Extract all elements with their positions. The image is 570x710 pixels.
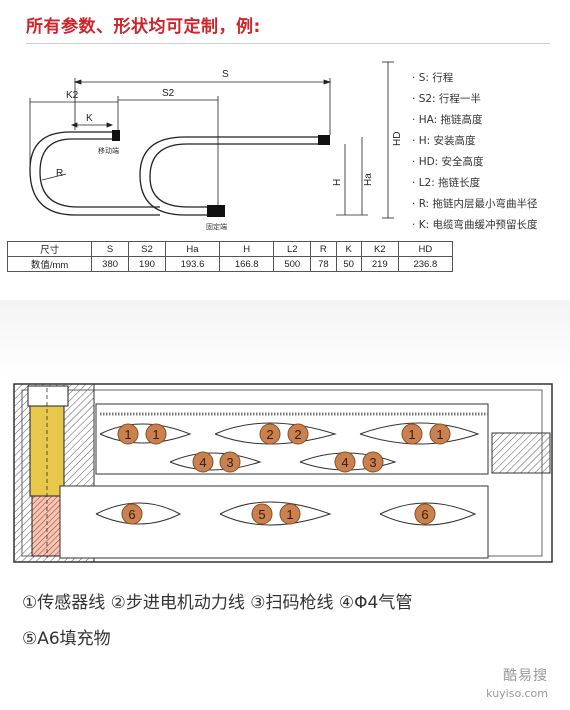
cable-legend-line-1: ①传感器线 ②步进电机动力线 ③扫码枪线 ④Φ4气管 <box>22 593 413 613</box>
legend-item-h: · H: 安装高度 <box>412 135 476 147</box>
table-cell: 500 <box>273 256 312 272</box>
svg-text:2: 2 <box>266 427 273 442</box>
svg-text:4: 4 <box>341 455 348 470</box>
label-hd: HD <box>392 132 403 146</box>
moving-end-block <box>112 130 120 141</box>
label-ha: Ha <box>363 173 374 186</box>
table-header-cell: H <box>219 241 275 257</box>
label-moving-end: 移动端 <box>98 146 119 155</box>
label-h: H <box>332 179 343 186</box>
table-cell: 50 <box>335 256 362 272</box>
label-s2: S2 <box>162 88 175 99</box>
svg-text:1: 1 <box>408 427 415 442</box>
table-cell: 236.8 <box>397 256 454 272</box>
table-cell: 166.8 <box>219 256 275 272</box>
table-header-cell: K2 <box>360 241 399 257</box>
chain-loop-small-inner <box>39 138 160 208</box>
svg-text:3: 3 <box>369 455 376 470</box>
watermark-en: kuyiso.com <box>486 687 548 700</box>
label-s: S <box>222 69 229 80</box>
legend-item-ha: · HA: 拖链高度 <box>412 114 483 126</box>
cable-1: 1 <box>145 423 167 445</box>
svg-text:2: 2 <box>294 427 301 442</box>
svg-text:6: 6 <box>421 507 428 522</box>
cable-1: 1 <box>279 503 301 525</box>
table-cell: 数值/mm <box>6 256 93 272</box>
table-row: 数值/mm 380 190 193.6 166.8 500 78 50 219 … <box>6 256 454 272</box>
legend-item-l2: · L2: 拖链长度 <box>412 177 481 189</box>
table-cell: 193.6 <box>164 256 221 272</box>
cable-3: 3 <box>219 451 241 473</box>
parameter-legend: · S: 行程 · S2: 行程一半 · HA: 拖链高度 · H: 安装高度 … <box>412 68 538 236</box>
table-cell: 190 <box>128 256 166 272</box>
label-k2: K2 <box>66 90 79 101</box>
svg-text:6: 6 <box>128 507 135 522</box>
cable-2: 2 <box>287 423 309 445</box>
table-header-cell: Ha <box>164 241 221 257</box>
fixed-end-block <box>207 205 225 217</box>
chain-loop-large-inner <box>149 143 320 208</box>
cable-6: 6 <box>414 503 436 525</box>
cable-1: 1 <box>117 423 139 445</box>
svg-text:1: 1 <box>124 427 131 442</box>
chain-loop-small-outer <box>29 131 160 216</box>
cable-cross-section: 1 1 2 2 1 1 4 3 4 3 6 5 1 6 <box>13 383 553 563</box>
svg-text:5: 5 <box>258 507 265 522</box>
cable-1: 1 <box>401 423 423 445</box>
legend-item-hd: · HD: 安全高度 <box>412 156 484 168</box>
legend-item-r: · R: 拖链内层最小弯曲半径 <box>412 198 538 210</box>
cable-legend-line-2: ⑤A6填充物 <box>22 629 111 649</box>
table-cell: 380 <box>91 256 130 272</box>
label-k: K <box>86 113 93 124</box>
table-header-cell: R <box>310 241 337 257</box>
table-header-cell: HD <box>397 241 454 257</box>
svg-text:3: 3 <box>226 455 233 470</box>
label-fixed-end: 固定端 <box>206 222 227 231</box>
label-r: R <box>56 168 63 179</box>
svg-text:1: 1 <box>152 427 159 442</box>
table-header-cell: 尺寸 <box>6 241 93 257</box>
table-header-cell: K <box>335 241 362 257</box>
screw-nut <box>31 495 63 557</box>
legend-item-s2: · S2: 行程一半 <box>412 93 481 105</box>
table-cell: 78 <box>310 256 337 272</box>
drag-chain-diagram: S S2 K2 K R H Ha HD 移动端 固定端 <box>29 61 403 231</box>
table-cell: 219 <box>360 256 399 272</box>
chain-loop-large-outer <box>139 136 320 216</box>
cable-3: 3 <box>362 451 384 473</box>
watermark-cn: 酷易搜 <box>503 668 548 684</box>
svg-text:1: 1 <box>436 427 443 442</box>
svg-text:4: 4 <box>199 455 206 470</box>
moving-end-block-2 <box>318 135 330 145</box>
watermark: 酷易搜 kuyiso.com <box>486 665 548 700</box>
legend-item-s: · S: 行程 <box>412 72 454 84</box>
cable-4: 4 <box>192 451 214 473</box>
table-header-row: 尺寸 S S2 Ha H L2 R K K2 HD <box>6 241 454 257</box>
legend-item-k: · K: 电缆弯曲缓冲预留长度 <box>412 219 538 231</box>
page-title: 所有参数、形状均可定制，例: <box>26 12 550 44</box>
cable-4: 4 <box>334 451 356 473</box>
table-header-cell: S <box>91 241 130 257</box>
parameter-table: 尺寸 S S2 Ha H L2 R K K2 HD 数值/mm 380 190 … <box>6 241 454 272</box>
cable-5: 5 <box>251 503 273 525</box>
screw-head <box>27 385 69 407</box>
cable-1: 1 <box>429 423 451 445</box>
table-header-cell: L2 <box>273 241 312 257</box>
svg-text:1: 1 <box>286 507 293 522</box>
table-header-cell: S2 <box>128 241 166 257</box>
cable-2: 2 <box>259 423 281 445</box>
cable-6: 6 <box>121 503 143 525</box>
section-divider <box>0 300 570 378</box>
right-connector <box>491 432 551 474</box>
